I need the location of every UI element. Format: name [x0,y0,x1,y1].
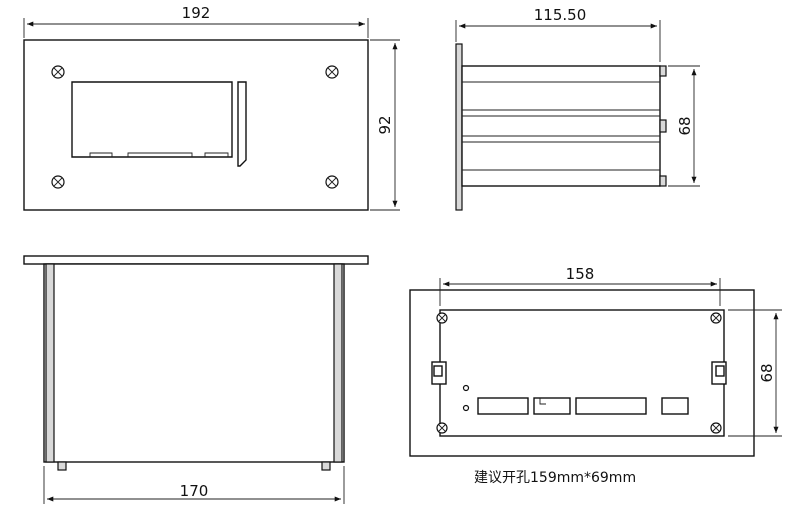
terminal-block [661,397,689,415]
mounting-clip [711,361,727,385]
terminal-block [575,397,647,415]
front-height-dimension: 92 [370,39,400,211]
side-depth-dimension: 115.50 [455,6,661,62]
screw-icon [436,312,448,324]
front-panel [23,39,369,211]
hole-icon [462,404,470,412]
screw-icon [51,65,65,79]
side-view: 115.50 68 [455,6,700,211]
front-view: 192 92 [23,4,400,211]
rear-width-label: 158 [566,265,595,283]
hole-icon [462,384,470,392]
side-body [461,65,661,187]
display-window [71,81,233,158]
rear-height-label: 68 [758,363,776,382]
front-height-label: 92 [376,115,394,134]
screw-icon [325,175,339,189]
rear-view: 158 68 建议开孔159mm*69mm [409,265,782,486]
rear-height-dimension: 68 [728,309,782,437]
top-width-label: 170 [180,482,209,500]
screw-icon [710,422,722,434]
screw-icon [710,312,722,324]
screw-icon [51,175,65,189]
side-depth-label: 115.50 [534,6,587,24]
cutout-caption: 建议开孔159mm*69mm [474,470,636,486]
top-width-dimension: 170 [43,466,345,504]
top-flange [23,255,369,265]
screw-icon [436,422,448,434]
terminal-block [533,397,571,415]
top-view: 170 [23,255,369,504]
screw-icon [325,65,339,79]
side-height-dimension: 68 [668,65,700,187]
rear-width-dimension: 158 [439,265,721,306]
top-body [43,263,345,463]
terminal-block [477,397,529,415]
side-flange [455,43,463,211]
rear-module [439,309,725,437]
front-width-label: 192 [182,4,211,22]
mounting-clip [431,361,447,385]
mounting-clip [237,81,247,167]
side-height-label: 68 [676,116,694,135]
front-width-dimension: 192 [23,4,369,38]
